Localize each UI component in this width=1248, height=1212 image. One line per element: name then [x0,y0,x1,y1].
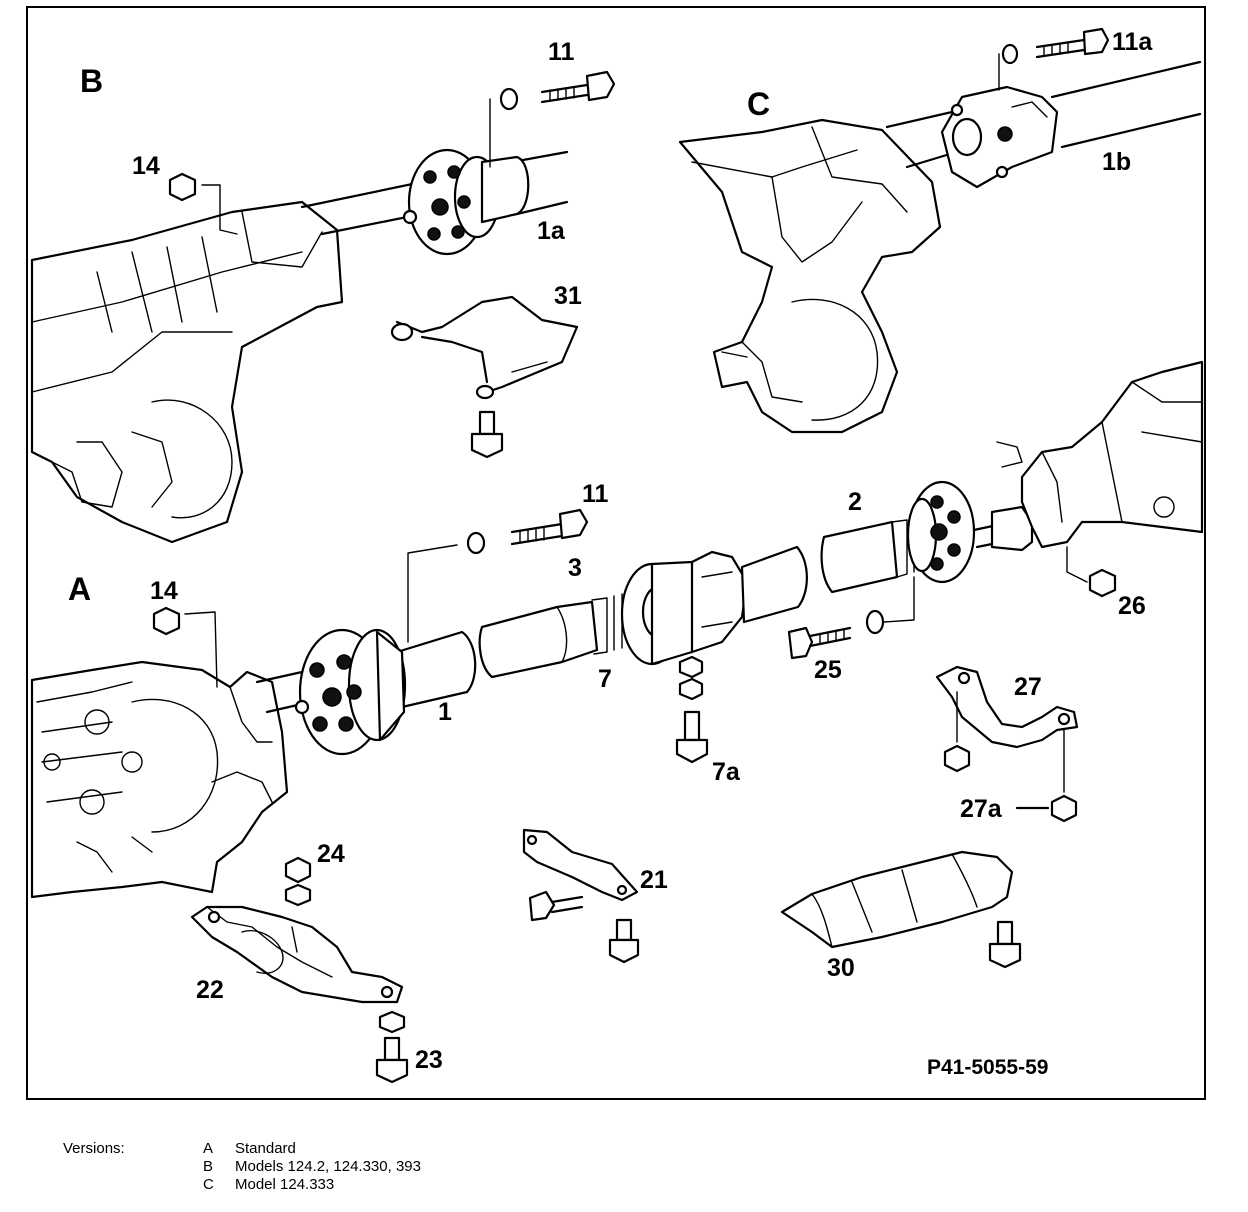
part-label-1: 1 [438,698,452,726]
bracket-21 [522,828,640,964]
flex-disc-2 [906,480,976,584]
center-bearing-3 [620,550,749,666]
mount-22 [190,905,404,1004]
part-label-11-mid: 11 [582,480,609,508]
part-label-27a: 27a [960,795,1003,823]
flex-disc-1a [402,148,530,256]
part-label-21: 21 [640,866,668,894]
bolt-11-top [489,70,616,168]
part-label-30: 30 [827,954,855,982]
legend-item-b: B Models 124.2, 124.330, 393 [203,1158,421,1176]
legend-code: A [203,1140,214,1157]
transmission-a [30,660,289,899]
nut-14-mid [152,606,218,688]
part-label-27: 27 [1014,673,1042,701]
legend-text: Model 124.333 [235,1176,335,1193]
part-label-14-top: 14 [132,152,160,180]
part-label-7: 7 [598,665,612,693]
part-label-11a: 11a [1112,28,1153,56]
version-a-label: A [68,571,91,607]
shaft-a-rear [740,517,915,624]
part-label-22: 22 [196,976,224,1004]
flex-disc-1 [294,628,407,756]
bolt-25 [787,576,915,660]
transmission-c [678,118,942,434]
bolt-7a [675,655,709,764]
part-label-11-top: 11 [548,38,575,66]
figure-reference: P41-5055-59 [927,1056,1048,1079]
part-label-24: 24 [317,840,345,868]
heat-shield-30 [780,850,1022,969]
part-label-7a: 7a [712,758,741,786]
part-label-3: 3 [568,554,582,582]
part-label-26: 26 [1118,592,1146,620]
legend-text: Models 124.2, 124.330, 393 [235,1158,421,1175]
legend-text: Standard [235,1140,296,1157]
version-c-label: C [747,86,770,122]
part-label-23: 23 [415,1046,443,1074]
legend-item-c: C Model 124.333 [203,1176,334,1194]
differential [972,360,1204,552]
nuts-24 [284,856,312,907]
nut-26 [1066,546,1117,598]
exploded-view-drawing: B C A 11 11a 14 1a 1b 31 11 2 3 14 26 7 … [30,27,1204,1084]
part-label-1b: 1b [1102,148,1131,176]
shaft-c [885,60,1202,169]
legend-code: B [203,1158,214,1175]
part-label-14-mid: 14 [150,577,178,605]
bolt-23 [375,1010,409,1084]
part-label-2: 2 [848,488,862,516]
flange-1b [940,85,1059,189]
part-label-1a: 1a [537,217,566,245]
legend-code: C [203,1176,214,1193]
part-label-31: 31 [554,282,582,310]
part-label-25: 25 [814,656,842,684]
legend-item-a: A Standard [203,1140,296,1158]
nut-14-top [168,172,238,235]
ground-strap-31 [390,295,579,459]
bolt-11a [998,27,1110,91]
legend-title: Versions: [63,1140,125,1157]
transmission-b [30,200,344,544]
shaft-a-mid [478,593,623,679]
bolt-11-mid [407,508,589,643]
diagram-frame: B C A 11 11a 14 1a 1b 31 11 2 3 14 26 7 … [26,6,1206,1100]
shaft-a-front [255,630,477,714]
bracket-27 [935,665,1079,823]
version-b-label: B [80,63,103,99]
